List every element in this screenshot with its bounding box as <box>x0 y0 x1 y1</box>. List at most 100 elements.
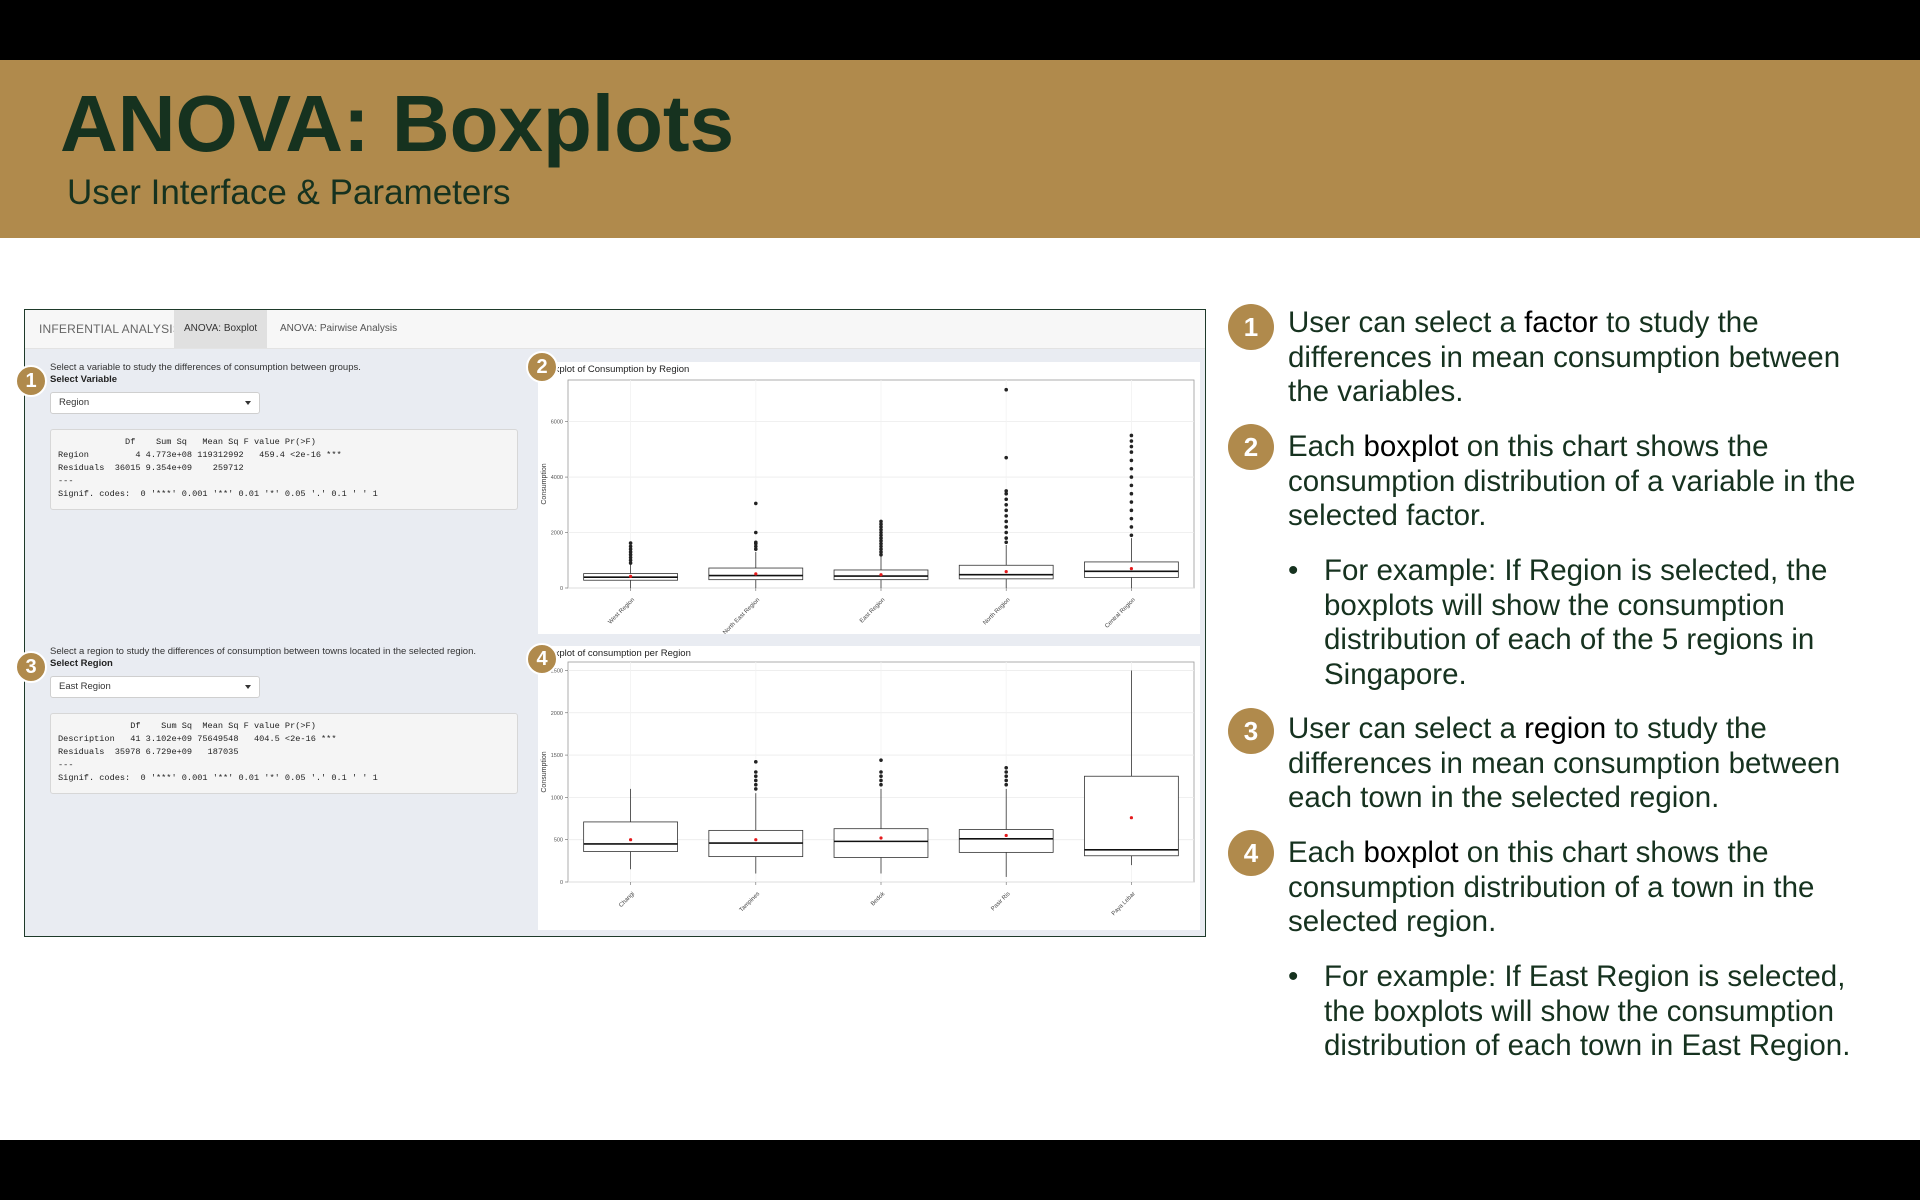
outlier-point <box>879 522 883 527</box>
anova-output-region: Df Sum Sq Mean Sq F value Pr(>F) Region … <box>50 429 518 510</box>
outlier-point <box>879 778 883 783</box>
outlier-point <box>628 541 633 545</box>
note-badge-4: 4 <box>1228 830 1274 876</box>
box <box>583 821 678 852</box>
outlier-point <box>628 550 633 554</box>
x-tick-label: North East Region <box>722 597 761 634</box>
outlier-point <box>1129 525 1134 529</box>
y-tick-label: 4000 <box>551 475 563 481</box>
y-tick-label: 2500 <box>551 668 563 674</box>
x-tick-label: Pasir Ris <box>990 891 1011 912</box>
note-1-post: to study the differences in mean consump… <box>1288 306 1841 408</box>
outlier-point <box>1129 533 1134 538</box>
x-tick-label: Tampines <box>739 891 761 913</box>
outlier-point <box>879 782 883 787</box>
mean-point <box>1129 566 1133 571</box>
bullet-dot: • <box>1288 960 1299 993</box>
outlier-point <box>1004 765 1008 770</box>
outlier-point <box>1004 782 1008 787</box>
tab-anova-boxplot[interactable]: ANOVA: Boxplot <box>174 310 268 348</box>
mean-point <box>1129 816 1133 820</box>
badge-1: 1 <box>15 365 47 397</box>
navbar-brand[interactable]: INFERENTIAL ANALYSIS <box>39 322 182 336</box>
outlier-point <box>754 787 758 791</box>
chevron-down-icon <box>245 401 251 405</box>
tab-anova-pairwise[interactable]: ANOVA: Pairwise Analysis <box>280 323 398 334</box>
mean-point <box>1004 570 1008 574</box>
outlier-point <box>1004 525 1008 529</box>
anova-output-town: Df Sum Sq Mean Sq F value Pr(>F) Descrip… <box>50 713 518 794</box>
note-2-post: on this chart shows the consumption dist… <box>1288 430 1856 532</box>
region-select-value: East Region <box>59 681 111 692</box>
badge-2: 2 <box>526 351 558 383</box>
x-tick-label: Changi <box>618 891 636 909</box>
select-variable-label: Select Variable <box>50 374 118 385</box>
outlier-point <box>1129 500 1134 504</box>
outlier-point <box>879 539 883 543</box>
outlier-point <box>879 536 883 540</box>
outlier-point <box>1004 508 1008 513</box>
y-tick-label: 6000 <box>551 420 563 426</box>
outlier-point <box>1129 458 1134 463</box>
x-tick-label: North Region <box>982 597 1011 626</box>
outlier-point <box>628 552 633 557</box>
mean-point <box>754 838 758 842</box>
outlier-point <box>1004 774 1008 779</box>
mean-point <box>879 836 883 840</box>
top-letterbox <box>0 0 1920 60</box>
variable-select[interactable]: Region <box>50 392 260 414</box>
variable-help-text: Select a variable to study the differenc… <box>50 362 361 373</box>
box <box>958 829 1054 853</box>
slide-subtitle: User Interface & Parameters <box>67 173 511 212</box>
region-help-text: Select a region to study the differences… <box>50 646 477 657</box>
outlier-point <box>628 561 633 565</box>
outlier-point <box>1004 514 1008 518</box>
note-3-pre: User can select a <box>1288 712 1525 745</box>
navbar: INFERENTIAL ANALYSIS ANOVA: Boxplot ANOV… <box>25 310 1205 349</box>
outlier-point <box>879 770 883 774</box>
bullet-dot: • <box>1288 554 1299 587</box>
mean-point <box>629 574 633 578</box>
chevron-down-icon <box>245 685 251 689</box>
y-tick-label: 1500 <box>551 753 563 759</box>
box <box>833 828 929 858</box>
outlier-point <box>628 555 633 560</box>
outlier-point <box>1004 503 1008 507</box>
outlier-point <box>1004 530 1008 535</box>
note-1-pre: User can select a <box>1288 306 1525 339</box>
note-4-keyword: boxplot <box>1363 836 1459 869</box>
outlier-point <box>879 533 883 538</box>
outlier-point <box>1129 516 1134 521</box>
outlier-point <box>1004 489 1008 493</box>
outlier-point <box>1129 475 1134 479</box>
outlier-point <box>754 544 758 549</box>
note-4: Each boxplot on this chart shows the con… <box>1288 836 1888 940</box>
x-tick-label: West Region <box>608 597 636 625</box>
outlier-point <box>628 558 633 563</box>
note-3-keyword: region <box>1524 712 1607 745</box>
note-badge-3: 3 <box>1228 708 1274 754</box>
note-3: User can select a region to study the di… <box>1288 712 1888 816</box>
note-1-keyword: factor <box>1524 306 1598 339</box>
y-tick-label: 500 <box>554 838 563 844</box>
bottom-letterbox <box>0 1140 1920 1200</box>
note-badge-2: 2 <box>1228 424 1274 470</box>
outlier-point <box>754 760 758 764</box>
x-tick-label: Central Region <box>1104 597 1137 630</box>
outlier-point <box>754 774 758 779</box>
mean-point <box>879 573 883 577</box>
note-badge-1: 1 <box>1228 304 1274 350</box>
note-2: Each boxplot on this chart shows the con… <box>1288 430 1888 534</box>
outlier-point <box>1004 497 1008 502</box>
boxplot-title-town: Boxplot of consumption per Region <box>543 648 691 659</box>
note-2-keyword: boxplot <box>1363 430 1459 463</box>
y-axis-label: Consumption <box>541 463 548 504</box>
outlier-point <box>1004 455 1008 460</box>
outlier-point <box>1129 444 1134 449</box>
title-banner <box>0 60 1920 238</box>
y-tick-label: 1000 <box>551 795 563 801</box>
y-tick-label: 0 <box>560 586 563 592</box>
region-select[interactable]: East Region <box>50 676 260 698</box>
note-3-post: to study the differences in mean consump… <box>1288 712 1841 814</box>
